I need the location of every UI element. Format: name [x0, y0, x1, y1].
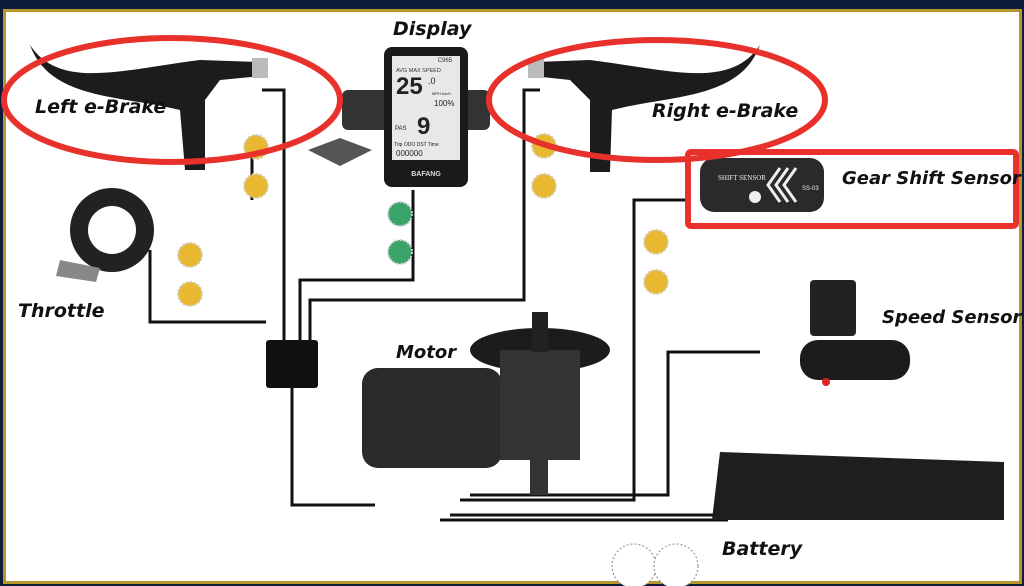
junction-box [266, 340, 318, 388]
display-pas-level: 9 [417, 113, 430, 140]
display-speed: 25 [396, 73, 423, 100]
wire-speed-sensor [470, 350, 760, 497]
connector-icon [643, 269, 669, 295]
label-left-brake: Left e-Brake [35, 96, 166, 118]
gear-shift-sensor-highlight [685, 149, 1019, 229]
wire-junction-motor [290, 388, 375, 507]
connector-icon [177, 281, 203, 307]
wire-display [298, 190, 415, 340]
display-pas-label: PAS [395, 126, 407, 132]
connector-icon [177, 242, 203, 268]
wire-left-brake [262, 88, 286, 340]
wire-right-brake [308, 88, 540, 340]
battery-cable-icon [653, 543, 699, 586]
display-model: C965 [438, 58, 453, 64]
throttle-icon [56, 188, 154, 282]
motor-icon [362, 312, 610, 495]
label-display: Display [393, 18, 473, 40]
display-speed-decimal: .0 [428, 76, 436, 86]
battery-plug-icon [611, 543, 657, 586]
shift-sensor-icon [700, 158, 824, 212]
connector-icon [531, 173, 557, 199]
display-header: AVG MAX SPEED [396, 68, 441, 74]
shift-sensor-model: SS-03 [802, 186, 819, 192]
wire-throttle [148, 250, 266, 324]
battery-icon [712, 452, 1004, 520]
wire-shift-sensor [460, 198, 690, 502]
label-throttle: Throttle [18, 300, 105, 322]
display-battery-pct: 100% [434, 99, 454, 108]
speed-sensor-icon [800, 280, 910, 386]
shift-sensor-text: SHIFT SENSOR [718, 174, 766, 182]
left-brake-lever-icon [30, 45, 268, 170]
label-speed-sensor: Speed Sensor [882, 307, 1022, 328]
label-battery: Battery [722, 538, 804, 560]
display-units: MPH km/h [432, 91, 451, 96]
connector-icon [387, 201, 413, 227]
display-trip-row: Trip ODO DST Time [394, 142, 439, 148]
display-unit [342, 47, 490, 187]
display-brand: BAFANG [411, 171, 441, 178]
left-brake-highlight [1, 35, 343, 165]
display-odometer: 000000 [396, 149, 423, 158]
connector-icon [643, 229, 669, 255]
connector-icon [243, 173, 269, 199]
remote-control-icon [308, 138, 372, 166]
label-right-brake: Right e-Brake [652, 100, 798, 122]
label-motor: Motor [396, 342, 457, 363]
label-gear-shift-sensor: Gear Shift Sensor [842, 168, 1022, 189]
right-brake-highlight [486, 37, 828, 163]
connector-icon [387, 239, 413, 265]
